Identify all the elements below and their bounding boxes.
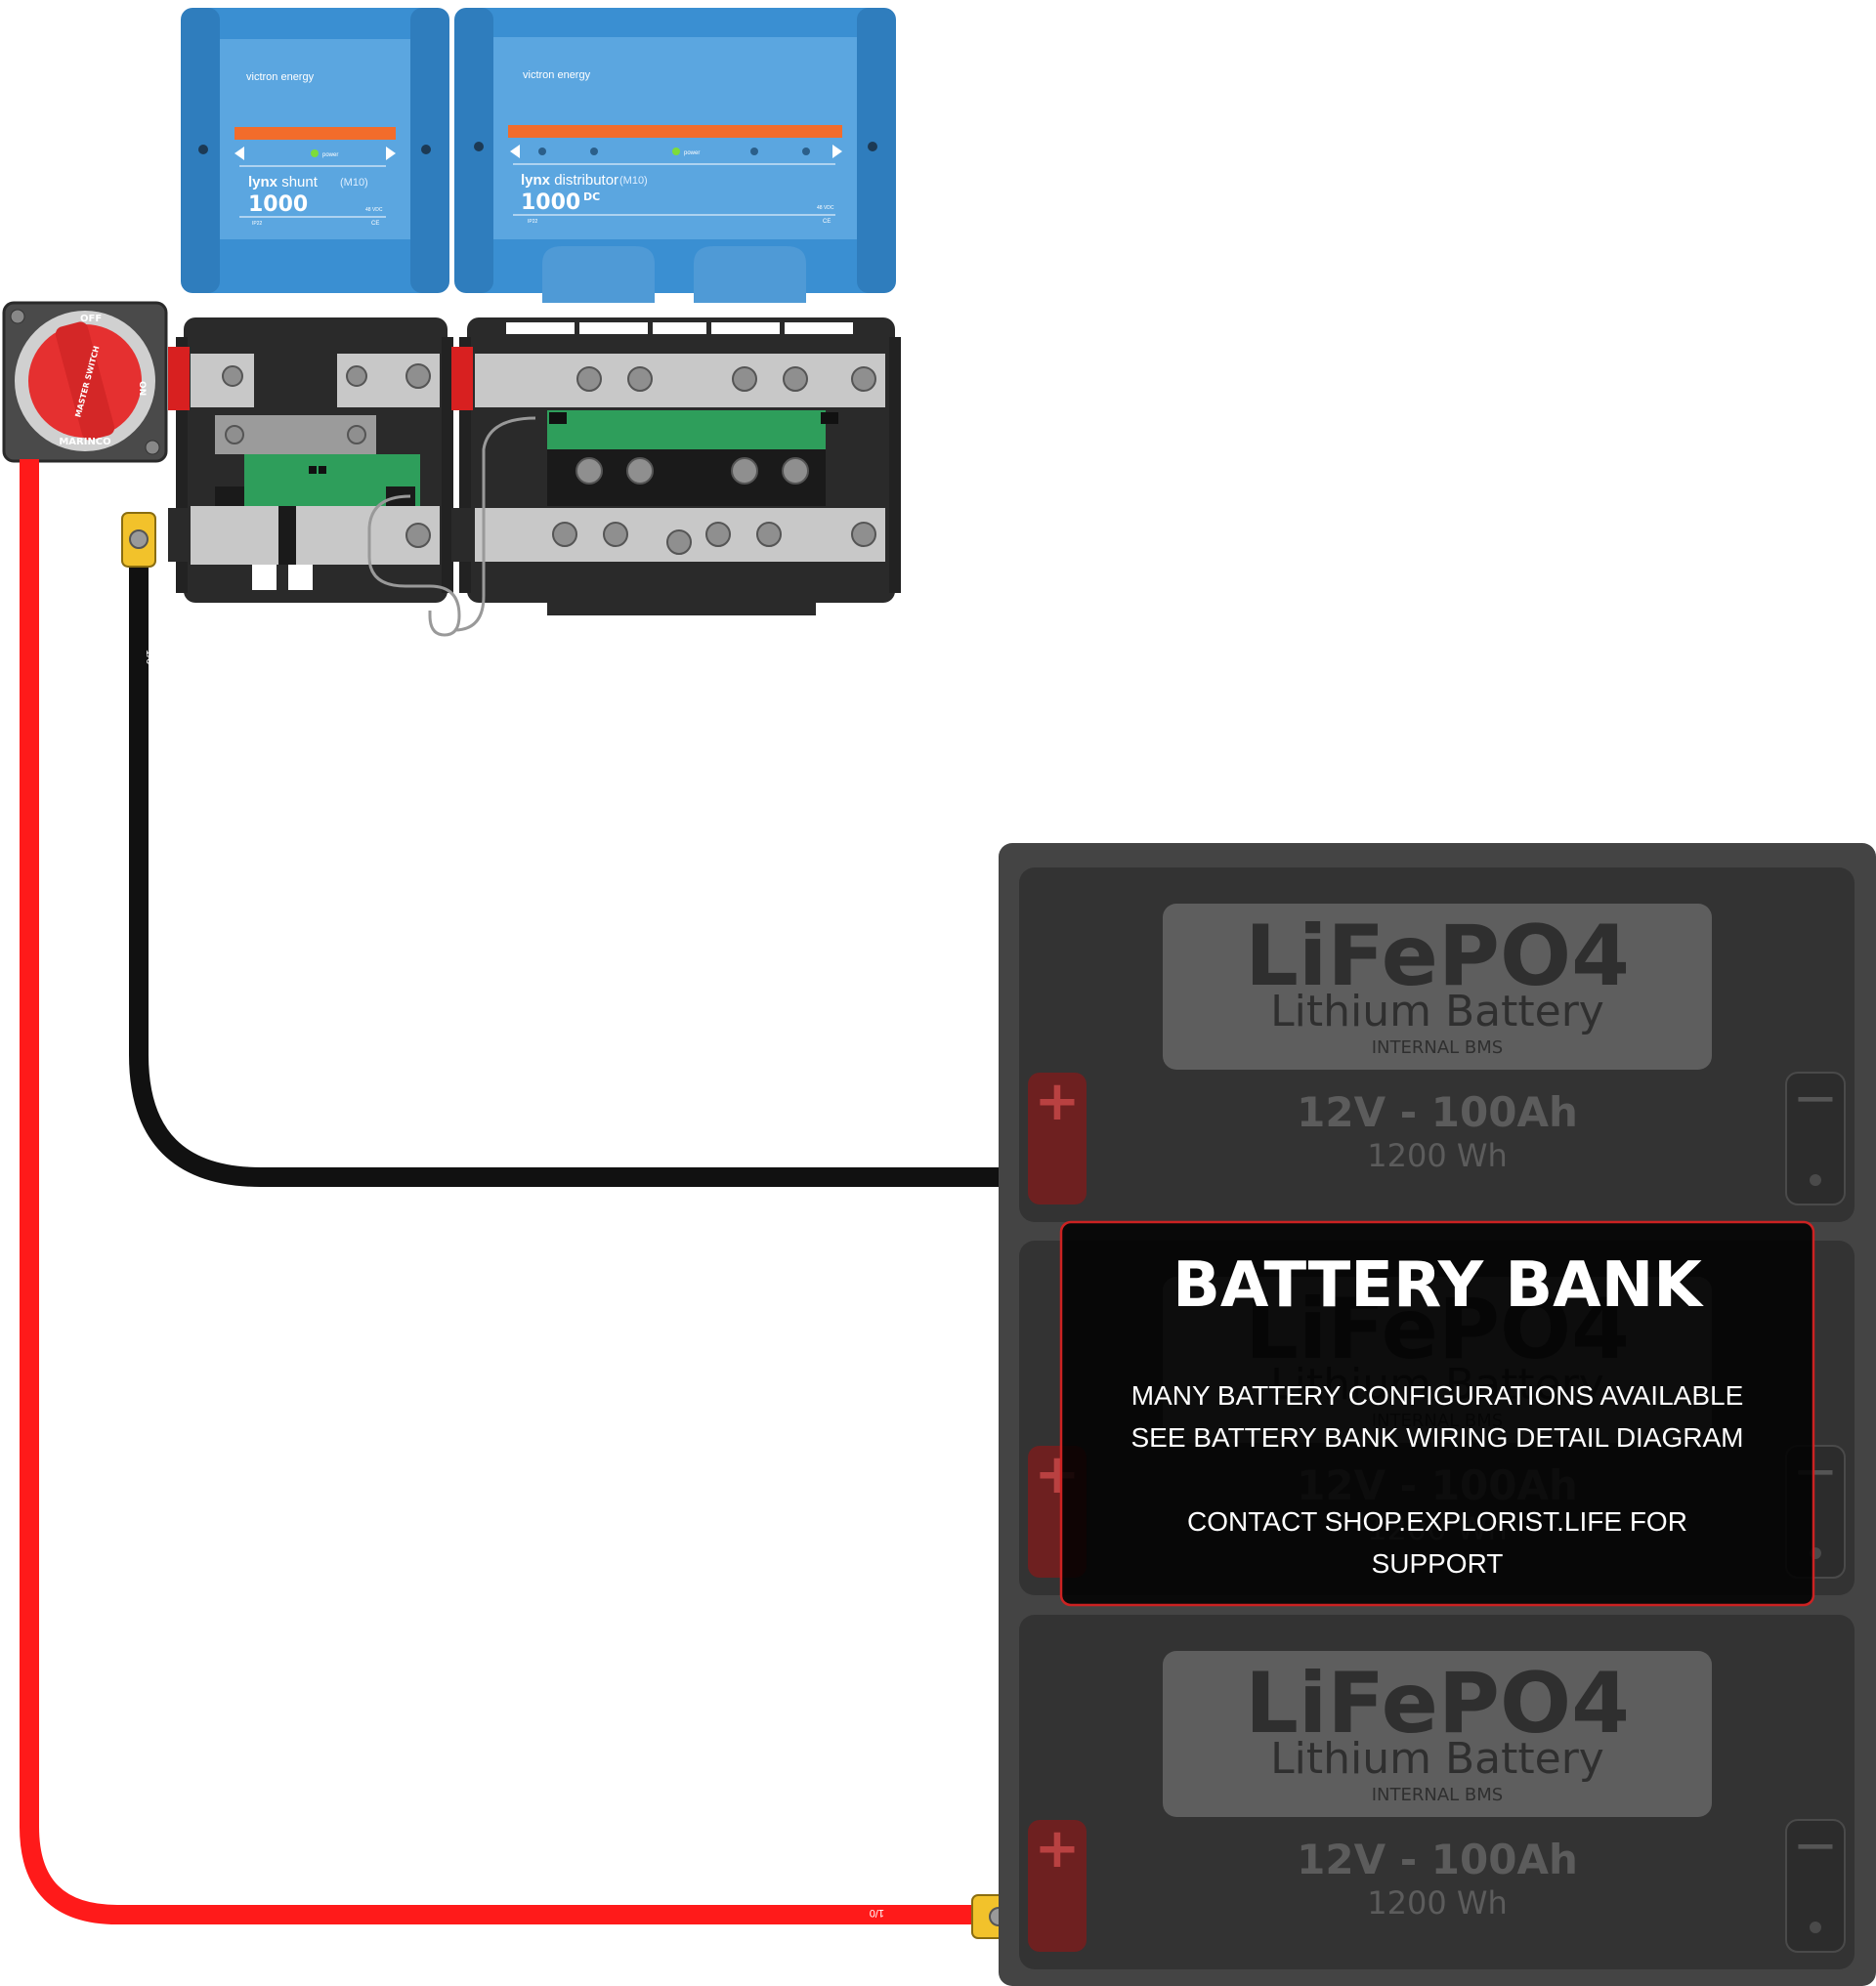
mount-screw-icon [145,440,160,455]
battery-type: Lithium Battery [1270,1734,1604,1784]
shunt-model: (M10) [340,177,368,189]
shunt-negative-lug [121,512,156,568]
callout-line-1: MANY BATTERY CONFIGURATIONS AVAILABLE [1131,1380,1744,1411]
shunt-rating: 1000 [248,192,308,217]
lynx-distributor-cover: victron energy power lynx distributor (M… [454,8,896,303]
callout-line-3: CONTACT SHOP.EXPLORIST.LIFE FOR [1187,1506,1687,1537]
mount-screw-icon [10,309,25,324]
red-cable-end-gauge-label: 1/0 [870,1907,884,1919]
terminal-stud-icon [1810,1174,1821,1186]
battery-type: Lithium Battery [1270,987,1604,1036]
negative-terminal [1785,1072,1846,1205]
battery-energy: 1200 Wh [1367,1137,1508,1174]
battery-energy: 1200 Wh [1367,1884,1508,1922]
distributor-ip: IP22 [528,219,538,225]
distributor-led-label: power [684,150,700,156]
distributor-name: lynx distributor [521,172,618,189]
red-cable-gauge-label: 1/0 [36,488,48,503]
negative-icon: − [1793,1814,1839,1878]
battery-bms: INTERNAL BMS [1372,1785,1503,1805]
shunt-brand: victron energy [246,71,315,83]
power-led-icon [672,148,680,155]
distributor-rating-unit: DC [583,190,600,203]
switch-brand: MARINCO [59,437,110,447]
battery-label-plate [1163,1651,1712,1817]
shunt-name: lynx shunt [248,174,319,190]
positive-icon: + [1035,1817,1081,1880]
battery-bank-callout: BATTERY BANK MANY BATTERY CONFIGURATIONS… [1059,1220,1815,1607]
battery-brand: LiFePO4 [1245,1655,1630,1753]
negative-icon: − [1793,1067,1839,1130]
terminal-stud-icon [1810,1922,1821,1933]
callout-line-2: SEE BATTERY BANK WIRING DETAIL DIAGRAM [1130,1422,1743,1453]
sense-wire [367,494,461,637]
battery-spec: 12V - 100Ah [1297,1088,1578,1136]
switch-on-label: ON [137,381,147,396]
shunt-led-label: power [322,152,338,158]
black-cable-gauge-label: 1/0 [144,650,155,664]
shunt-positive-red-cap [168,347,190,410]
shunt-ip: IP22 [252,221,263,227]
distributor-rating: 1000 [521,190,580,215]
positive-terminal [1028,1073,1087,1204]
negative-cable-black [129,552,1812,1187]
power-led-icon [311,149,319,157]
positive-terminal [1028,1820,1087,1952]
callout-line-4: SUPPORT [1372,1548,1504,1579]
distributor-orange-stripe [508,125,842,138]
shunt-voltage: 48 VDC [365,207,383,213]
shunt-ce: CE [371,221,379,227]
battery-label-plate [1163,904,1712,1070]
negative-terminal [1785,1819,1846,1953]
battery-bms: INTERNAL BMS [1372,1037,1503,1058]
distributor-voltage: 48 VDC [817,205,834,211]
positive-cable-red [20,459,1002,1924]
distributor-brand: victron energy [523,69,591,81]
battery-brand: LiFePO4 [1245,908,1630,1005]
shunt-orange-stripe [234,127,396,140]
distributor-model: (M10) [619,175,648,187]
lynx-shunt-base [168,317,453,603]
lynx-shunt-cover: victron energy power lynx shunt (M10) 10… [181,8,449,293]
distributor-ce: CE [823,219,831,225]
lynx-distributor-base [451,317,901,615]
battery-spec: 12V - 100Ah [1297,1836,1578,1883]
positive-icon: + [1035,1070,1081,1133]
switch-off-label: OFF [80,314,102,324]
battery-master-switch[interactable]: OFF ON MASTER SWITCH MARINCO [2,301,168,463]
distributor-positive-red-cap [451,347,473,410]
callout-title: BATTERY BANK [1172,1249,1704,1322]
